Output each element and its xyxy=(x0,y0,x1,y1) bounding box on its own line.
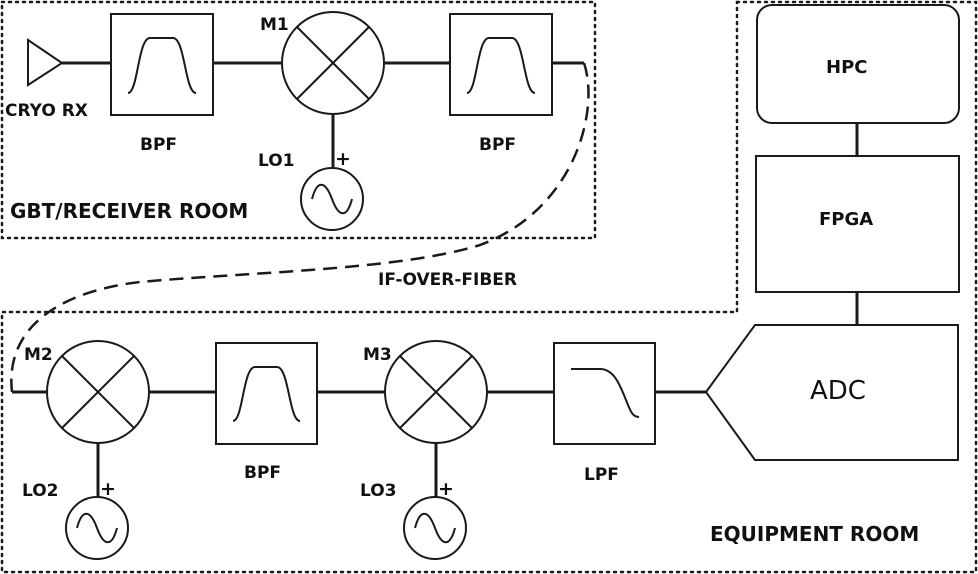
mixer-m3-label: M3 xyxy=(363,345,392,365)
gbt-receiver-room-title: GBT/RECEIVER ROOM xyxy=(10,199,248,223)
bpf-2-label: BPF xyxy=(479,135,516,155)
bpf-3-block xyxy=(215,342,318,445)
bpf-3-label: BPF xyxy=(244,463,281,483)
hpc-label: HPC xyxy=(826,57,867,78)
lpf-label: LPF xyxy=(584,465,619,485)
lo3-plus-sign: + xyxy=(438,478,454,500)
lpf-block xyxy=(553,342,656,445)
equipment-room-title: EQUIPMENT ROOM xyxy=(710,522,919,546)
adc-label: ADC xyxy=(810,376,866,406)
bpf-2-block xyxy=(449,13,553,116)
lo3-label: LO3 xyxy=(360,481,397,501)
mixer-m2 xyxy=(46,340,150,444)
hpc-block xyxy=(756,4,960,124)
mixer-m2-label: M2 xyxy=(24,345,53,365)
lo2-oscillator-icon xyxy=(65,496,129,560)
mixer-m3 xyxy=(384,340,488,444)
lo1-oscillator-icon xyxy=(300,167,364,231)
mixer-m1 xyxy=(281,11,385,115)
if-over-fiber-link xyxy=(10,62,590,393)
gbt-receiver-room-boundary xyxy=(0,0,597,240)
lo2-label: LO2 xyxy=(22,481,59,501)
adc-block xyxy=(704,324,959,461)
lo1-label: LO1 xyxy=(258,151,295,171)
fpga-block xyxy=(755,155,960,293)
mixer-m1-label: M1 xyxy=(260,15,289,35)
if-over-fiber-label: IF-OVER-FIBER xyxy=(378,270,517,290)
antenna-icon xyxy=(27,38,64,87)
bpf-1-label: BPF xyxy=(140,135,177,155)
bpf-1-block xyxy=(110,13,214,116)
lo3-oscillator-icon xyxy=(403,496,467,560)
fpga-label: FPGA xyxy=(819,209,873,230)
cryo-rx-label: CRYO RX xyxy=(5,101,88,121)
lo2-plus-sign: + xyxy=(100,478,116,500)
lo1-plus-sign: + xyxy=(335,148,351,170)
